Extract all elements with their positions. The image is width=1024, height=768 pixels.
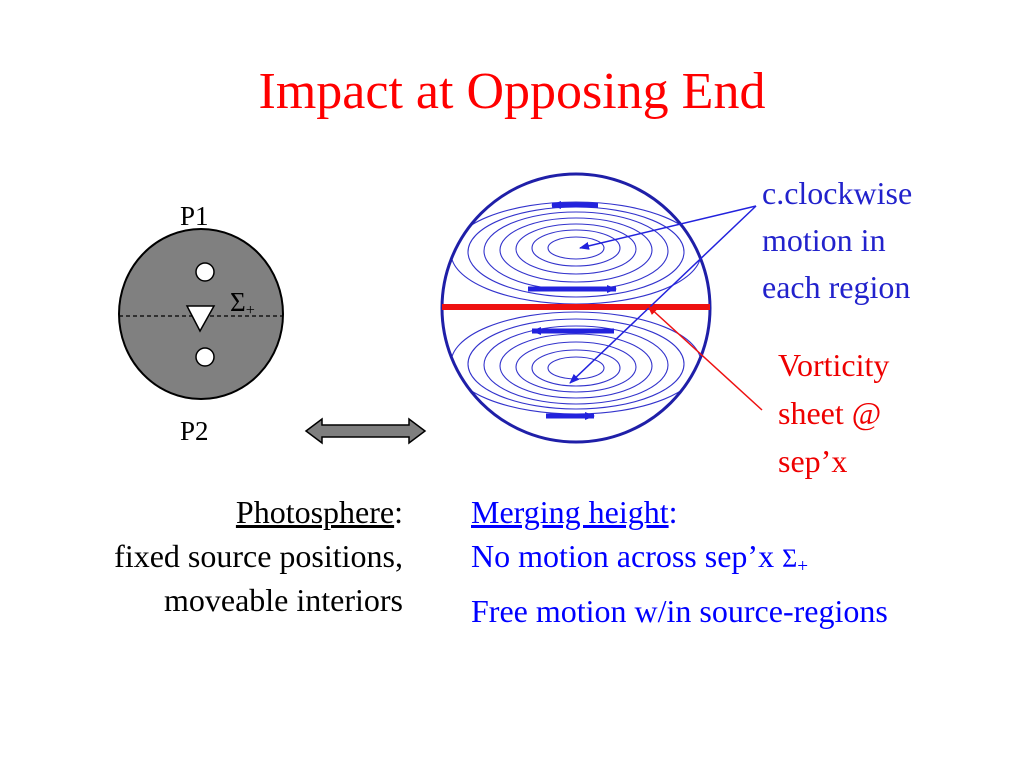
photosphere-caption: Photosphere: fixed source positions, mov…: [114, 494, 403, 618]
merging-height-caption: Merging height: No motion across sep’x Σ…: [471, 494, 888, 629]
photosphere-disk: [118, 228, 284, 400]
photosphere-heading: Photosphere: [235, 494, 395, 530]
null-point-triangle-icon: [185, 305, 216, 333]
p1-label: P1: [180, 201, 209, 231]
source-p1-dot: [195, 262, 215, 282]
p2-label: P2: [180, 416, 209, 446]
slide-title: Impact at Opposing End: [258, 63, 766, 120]
merging-height-heading: Merging height: [471, 494, 669, 530]
ccw-motion-note: c.clockwise motion in each region: [762, 175, 913, 305]
double-arrow-icon: [304, 417, 427, 445]
vorticity-pointer-arrow-icon: [647, 305, 763, 411]
source-p2-dot: [195, 347, 215, 367]
pointer-arrow-icon: [579, 205, 757, 250]
vorticity-sheet-note: Vorticity sheet @ sep’x: [778, 347, 890, 479]
sigma-plus-label: Σ+: [230, 287, 255, 320]
pointer-arrow-icon: [569, 205, 757, 384]
merging-height-sphere: [440, 172, 763, 444]
